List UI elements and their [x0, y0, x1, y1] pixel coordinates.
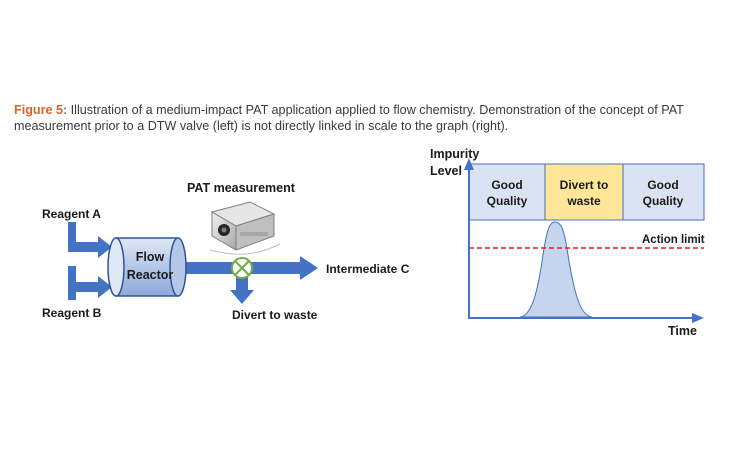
y-axis-arrowhead: [464, 158, 474, 170]
figure-label: Figure 5:: [14, 103, 68, 117]
flow-diagram: Flow Reactor Reagent A Reagent B PAT mea…: [42, 181, 410, 322]
reagent-a-label: Reagent A: [42, 207, 101, 221]
action-limit-label: Action limit: [642, 234, 705, 246]
y-axis-label-line2: Level: [430, 164, 462, 178]
pat-measurement-label: PAT measurement: [187, 181, 296, 195]
reactor-label-line2: Reactor: [127, 268, 174, 282]
impurity-peak: [519, 221, 593, 318]
reagent-a-arrow: [68, 222, 112, 258]
zone-2-line1: Divert to: [560, 178, 609, 192]
intermediate-c-label: Intermediate C: [326, 262, 410, 276]
reagent-b-pipe-h: [68, 282, 98, 292]
reagent-b-label: Reagent B: [42, 306, 102, 320]
x-axis-label: Time: [668, 324, 697, 338]
figure-caption: Figure 5: Illustration of a medium-impac…: [14, 102, 738, 134]
x-axis-arrowhead: [692, 313, 704, 323]
zone-divert-to-waste: [544, 163, 624, 221]
reactor-label-line1: Flow: [136, 250, 165, 264]
zone-1-line1: Good: [491, 178, 522, 192]
zone-good-quality-2: [622, 163, 705, 221]
caption-text: Illustration of a medium-impact PAT appl…: [14, 103, 684, 133]
zone-2-line2: waste: [566, 194, 601, 208]
impurity-graph: Good Quality Divert to waste Good Qualit…: [430, 147, 705, 338]
divert-to-waste-label: Divert to waste: [232, 308, 318, 322]
zone-3-line1: Good: [647, 178, 678, 192]
pat-instrument-icon: [209, 201, 281, 255]
y-axis-label-line1: Impurity: [430, 147, 479, 161]
divert-arrow: [230, 274, 254, 304]
dtw-valve-icon: [231, 257, 253, 279]
flow-reactor: [107, 237, 187, 297]
zone-1-line2: Quality: [487, 194, 528, 208]
zone-good-quality-1: [468, 163, 546, 221]
zone-3-line2: Quality: [643, 194, 684, 208]
